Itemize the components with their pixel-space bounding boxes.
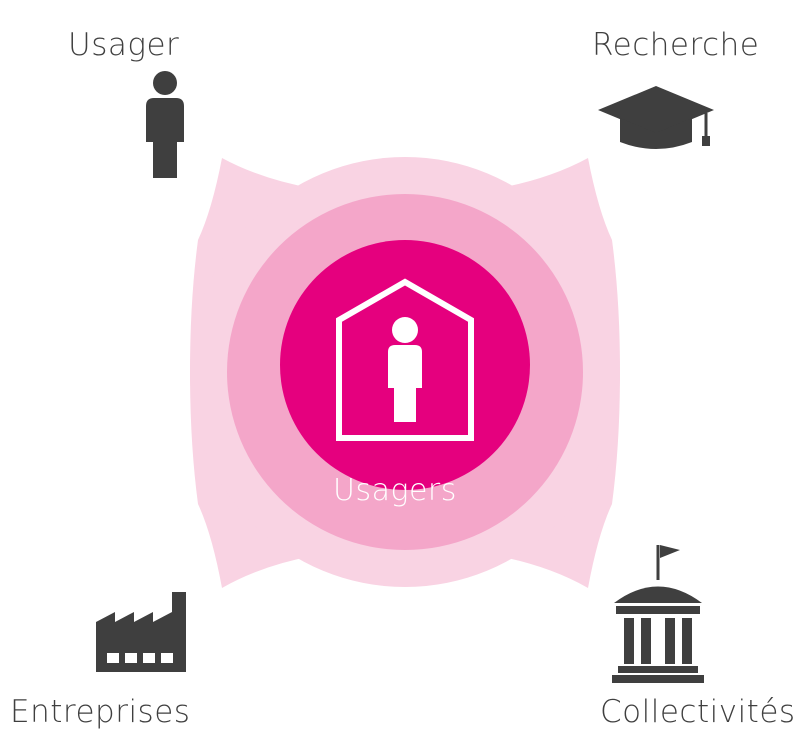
graduation-cap-icon (598, 86, 714, 149)
entreprises-label: Entreprises (10, 694, 191, 730)
home-person-icon (336, 278, 474, 441)
center-label: Usagers (333, 473, 457, 508)
collectivites-label: Collectivités (600, 694, 796, 730)
person-icon (146, 71, 184, 178)
town-hall-icon (612, 545, 704, 683)
recherche-label: Recherche (592, 27, 760, 63)
factory-icon (96, 592, 186, 672)
usager-label: Usager (68, 27, 180, 63)
